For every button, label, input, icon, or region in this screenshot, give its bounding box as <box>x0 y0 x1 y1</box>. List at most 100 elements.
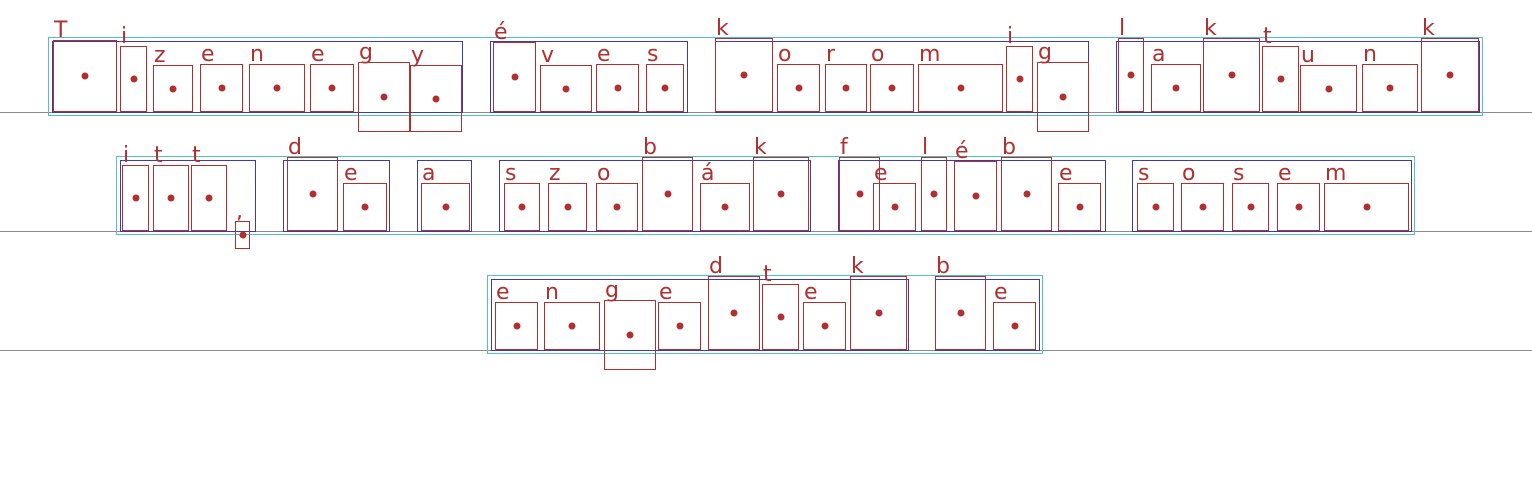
char-label: o <box>778 42 792 67</box>
char-label: e <box>1278 161 1292 186</box>
char-center-dot <box>309 190 316 198</box>
char-label: u <box>1301 43 1315 68</box>
char-label: g <box>359 40 373 65</box>
word-bounding-box <box>499 160 811 232</box>
char-center-dot <box>1016 75 1023 83</box>
char-bounding-box <box>1058 183 1101 231</box>
char-bounding-box <box>753 157 809 231</box>
char-center-dot <box>132 194 139 202</box>
char-center-dot <box>568 322 576 330</box>
char-label: e <box>597 42 611 67</box>
char-label: z <box>549 161 561 186</box>
char-center-dot <box>328 84 336 92</box>
char-bounding-box <box>358 62 410 132</box>
char-label: e <box>496 280 510 305</box>
char-label: a <box>422 161 436 186</box>
char-center-dot <box>218 84 225 92</box>
char-label: k <box>716 16 729 41</box>
char-label: t <box>1263 24 1272 49</box>
char-bounding-box <box>646 64 684 112</box>
char-bounding-box <box>235 221 250 249</box>
char-label: e <box>201 42 215 67</box>
char-bounding-box <box>604 300 656 370</box>
char-label: e <box>1059 161 1073 186</box>
char-label: e <box>994 280 1008 305</box>
char-bounding-box <box>918 64 1003 112</box>
word-bounding-box <box>1116 41 1480 113</box>
word-bounding-box <box>283 160 390 232</box>
char-bounding-box <box>993 302 1036 350</box>
char-bounding-box <box>493 42 536 112</box>
char-label: n <box>1363 42 1377 67</box>
char-label: b <box>643 135 657 160</box>
char-center-dot <box>205 194 213 202</box>
char-label: o <box>871 42 885 67</box>
char-center-dot <box>1228 71 1235 79</box>
char-bounding-box <box>596 183 638 231</box>
char-center-dot <box>1059 93 1067 101</box>
line-bounding-box <box>116 156 1415 235</box>
char-bounding-box <box>249 64 305 112</box>
char-label: , <box>236 199 243 224</box>
char-center-dot <box>273 84 281 92</box>
char-center-dot <box>721 203 729 211</box>
char-bounding-box <box>1037 62 1089 132</box>
char-center-dot <box>518 203 526 211</box>
char-bounding-box <box>1277 183 1320 231</box>
char-label: s <box>647 42 659 67</box>
char-bounding-box <box>1362 64 1418 112</box>
char-center-dot <box>432 95 440 102</box>
word-bounding-box <box>1132 160 1412 232</box>
word-bounding-box <box>417 160 472 232</box>
char-label: m <box>1325 161 1347 186</box>
char-label: é <box>494 20 508 45</box>
char-label: k <box>851 254 864 279</box>
char-label: d <box>709 254 723 279</box>
char-label: m <box>919 42 941 67</box>
char-bounding-box <box>287 157 338 231</box>
char-label: i <box>1007 24 1014 49</box>
char-label: l <box>1119 16 1126 41</box>
char-center-dot <box>930 190 938 198</box>
char-center-dot <box>740 71 748 79</box>
char-center-dot <box>888 84 896 92</box>
char-label: g <box>1038 40 1052 65</box>
char-center-dot <box>1325 85 1332 92</box>
char-bounding-box <box>1181 183 1224 231</box>
char-center-dot <box>511 73 518 81</box>
char-center-dot <box>842 84 850 92</box>
char-bounding-box <box>1118 38 1144 112</box>
char-label: b <box>936 254 950 279</box>
char-center-dot <box>1127 71 1135 79</box>
char-center-dot <box>1076 203 1083 211</box>
char-center-dot <box>1386 84 1394 92</box>
char-label: e <box>804 280 818 305</box>
char-label: b <box>1002 135 1016 160</box>
char-label: e <box>874 161 888 186</box>
char-label: é <box>955 139 969 164</box>
char-label: k <box>754 135 767 160</box>
char-center-dot <box>795 84 802 92</box>
char-label: n <box>250 42 264 67</box>
char-bounding-box <box>1421 38 1479 112</box>
char-center-dot <box>442 203 449 211</box>
char-label: i <box>121 24 128 49</box>
char-center-dot <box>564 203 571 211</box>
char-label: d <box>288 135 302 160</box>
char-bounding-box <box>1232 183 1269 231</box>
char-bounding-box <box>1300 65 1357 112</box>
char-center-dot <box>130 75 137 83</box>
char-bounding-box <box>700 183 750 231</box>
char-bounding-box <box>850 276 907 350</box>
char-label: r <box>826 42 836 67</box>
char-label: s <box>505 161 517 186</box>
char-label: k <box>1204 16 1217 41</box>
char-label: e <box>659 280 673 305</box>
char-bounding-box <box>715 38 773 112</box>
char-label: s <box>1138 161 1150 186</box>
char-bounding-box <box>954 161 997 231</box>
char-center-dot <box>676 322 683 330</box>
line-bounding-box <box>487 275 1043 354</box>
char-center-dot <box>613 203 621 211</box>
char-label: g <box>605 278 619 303</box>
